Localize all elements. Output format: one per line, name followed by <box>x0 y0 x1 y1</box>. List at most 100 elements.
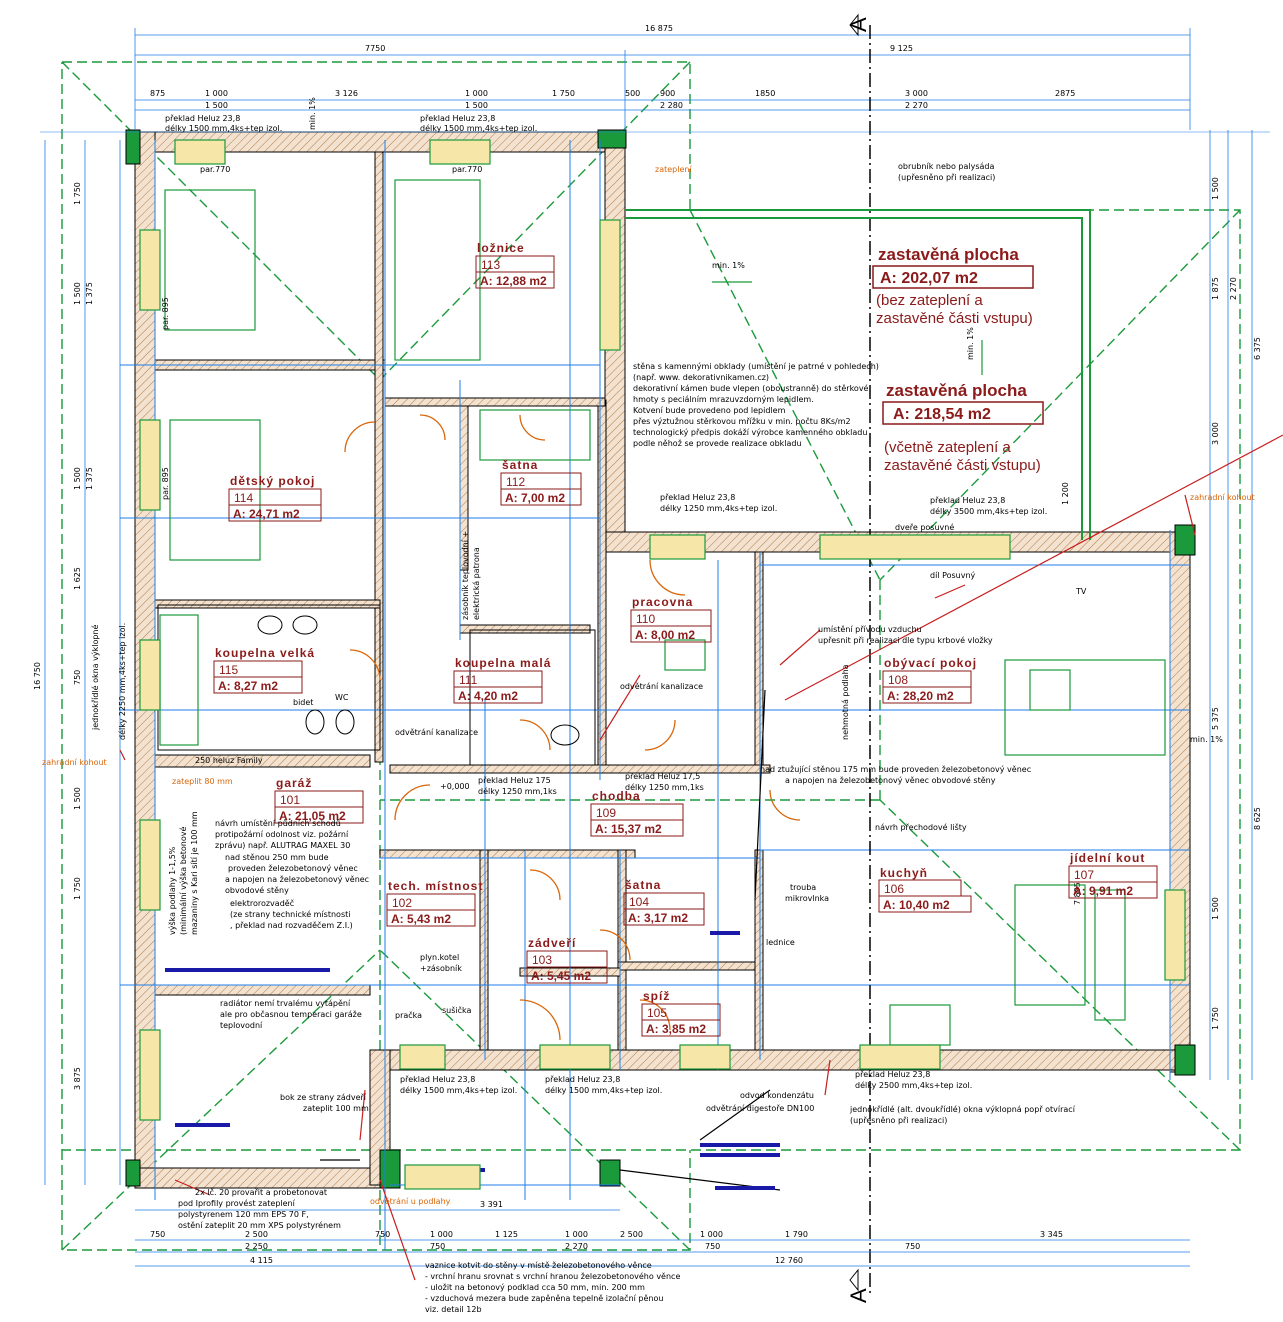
note-stena-5: Kotvení bude provedeno pod lepidlem <box>633 406 786 415</box>
room-number: 113 <box>481 258 500 272</box>
dim-top-total: 16 875 <box>645 24 673 33</box>
dim-bot-3345: 3 345 <box>1040 1230 1063 1239</box>
dim-top-3126: 3 126 <box>335 89 358 98</box>
built-area-1-sub1: (bez zateplení a <box>876 292 983 309</box>
note-stena-8: podle něhož se provede realizace obkladu <box>633 439 802 448</box>
note-zahradni-kohout-right: zahradní kohout <box>1190 493 1255 502</box>
dim-right-1500: 1 500 <box>1211 177 1220 200</box>
note-digestor: odvětrání digestoře DN100 <box>706 1104 814 1113</box>
dim-bot-750d: 750 <box>705 1242 720 1251</box>
patio-outline <box>625 209 1091 540</box>
dim-top-2270: 2 270 <box>905 101 928 110</box>
room-label: obývací pokoj 108 A: 28,20 m2 <box>882 656 977 704</box>
note-dvere-posuvne: dveře posuvné <box>895 522 954 532</box>
dim-top-500: 500 <box>625 89 640 98</box>
note-plyn: plyn.kotel <box>420 953 459 962</box>
note-lic-1: 2x lč. 20 provařit a probetonovat <box>195 1187 327 1197</box>
note-lintel-top-mid-1: překlad Heluz 23,8 <box>420 114 495 123</box>
note-tv: TV <box>1075 587 1087 596</box>
note-schody-4: nad stěnou 250 mm bude <box>225 853 329 862</box>
room-area: A: 7,00 m2 <box>505 491 565 505</box>
note-vaznice-4: - vzduchová mezera bude zapěněna tepelně… <box>425 1293 663 1303</box>
note-stena-3: dekorativní kámen bude vlepen (oboustran… <box>633 383 869 393</box>
note-ohrivac-2: elektrická patrona <box>472 547 481 620</box>
dim-top-1500b: 1 500 <box>465 101 488 110</box>
note-lintel-175-d: délky 1250 mm,1ks <box>625 782 704 792</box>
note-vaznice-3: - uložit na betonový podklad cca 50 mm, … <box>425 1283 645 1292</box>
note-lic-3: polystyrenem 120 mm EPS 70 F, <box>178 1210 309 1219</box>
note-lednice: lednice <box>766 938 795 947</box>
dim-right-5375: 5 375 <box>1211 707 1220 730</box>
room-label: ložnice 113 A: 12,88 m2 <box>475 241 555 289</box>
dim-top-1500a: 1 500 <box>205 101 228 110</box>
door-swings <box>344 414 801 1041</box>
note-lintel-right-1: překlad Heluz 23,8 <box>930 496 1005 505</box>
dim-top-2875: 2875 <box>1055 89 1075 98</box>
dim-left-1500c: 1 500 <box>73 787 82 810</box>
note-radiator-3: teplovodní <box>220 1021 263 1030</box>
note-radiator-2: ale pro občasnou temperaci garáže <box>220 1009 362 1019</box>
room-number: 110 <box>636 612 655 626</box>
built-area-2-sub2: zastavěné části vstupu) <box>884 457 1041 474</box>
note-lintel-bot3-1: překlad Heluz 23,8 <box>855 1070 930 1079</box>
note-schody-3: zprávu) např. ALUTRAG MAXEL 30 <box>215 841 350 850</box>
room-number: 102 <box>392 896 412 910</box>
room-area: A: 21,05 m2 <box>279 809 346 823</box>
note-nosna-1: nad ztužující stěnou 175 mm bude provede… <box>760 765 1031 774</box>
room-label: chodba 109 A: 15,37 m2 <box>590 789 684 837</box>
room-name: pracovna <box>632 595 693 609</box>
note-lintel-mid-1: překlad Heluz 23,8 <box>660 493 735 502</box>
room-number: 104 <box>629 895 649 909</box>
note-nehmotna: nehmotná podlaha <box>841 664 850 740</box>
room-name: šatna <box>625 878 661 892</box>
note-dil-posuvny: díl Posuvný <box>930 571 976 580</box>
note-stena-1: stěna s kamennými obklady (umístění je p… <box>633 361 879 371</box>
note-lintel-bot3-2: délky 2500 mm,4ks+tep izol. <box>855 1080 972 1090</box>
note-schody-7: obvodové stěny <box>225 885 289 895</box>
right-dimension-lines <box>1209 130 1253 1080</box>
room-label: koupelna malá 111 A: 4,20 m2 <box>453 656 550 704</box>
dim-top-875: 875 <box>150 89 165 98</box>
dim-bot-750c: 750 <box>430 1242 445 1251</box>
room-name: dětský pokoj <box>230 474 315 488</box>
dim-right-1875: 1 875 <box>1211 277 1220 300</box>
dim-top-900: 900 <box>660 89 675 98</box>
dim-bot-12760: 12 760 <box>775 1256 803 1265</box>
left-dimension-lines <box>44 140 121 1185</box>
note-pracka: pračka <box>395 1010 422 1020</box>
slope-2: min. 1% <box>966 327 975 360</box>
dim-bot-2250: 2 250 <box>245 1242 268 1251</box>
note-mikrovlnka: mikrovlnka <box>785 894 829 903</box>
note-vyska-1: výška podlahy 1-1,5% <box>167 846 177 935</box>
room-label: koupelna velká 115 A: 8,27 m2 <box>213 646 314 694</box>
dim-left-total: 16 750 <box>33 662 42 690</box>
room-area: A: 5,45 m2 <box>531 969 591 983</box>
slope-1: min. 1% <box>712 261 745 270</box>
note-heluz-family: 250 heluz Family <box>195 756 263 765</box>
callout-lines <box>119 434 1283 1281</box>
axis-grid <box>40 131 1270 1250</box>
room-name: obývací pokoj <box>884 656 977 670</box>
room-name: jídelní kout <box>1069 851 1145 865</box>
slope-4: min. 1% <box>308 97 317 130</box>
dim-left-1625: 1 625 <box>73 567 82 590</box>
room-number: 108 <box>888 673 908 687</box>
note-stena-2: (např. www. dekorativnikamen.cz) <box>633 373 769 382</box>
room-area: A: 9,91 m2 <box>1073 884 1133 898</box>
bottom-dimension-lines <box>135 1209 1190 1267</box>
note-susicka: sušička <box>442 1005 472 1015</box>
room-label: pracovna 110 A: 8,00 m2 <box>630 595 712 643</box>
note-zasobnik: +zásobník <box>420 964 462 973</box>
dim-bot-1000b: 1 000 <box>565 1230 588 1239</box>
dim-top-3000: 3 000 <box>905 89 928 98</box>
note-lintel-top-left-1: překlad Heluz 23,8 <box>165 114 240 123</box>
room-label: garáž 101 A: 21,05 m2 <box>274 776 364 824</box>
note-vaznice-2: - vrchní hranu srovnat s vrchní hranou ž… <box>425 1271 680 1281</box>
note-navrh-listy: návrh přechodové lišty <box>875 822 967 832</box>
note-kondenzat: odvod kondenzátu <box>740 1091 814 1100</box>
dim-bot-750b: 750 <box>375 1230 390 1239</box>
dim-left-1750b: 1 750 <box>73 877 82 900</box>
room-area: A: 28,20 m2 <box>887 689 954 703</box>
room-area: A: 10,40 m2 <box>883 898 950 912</box>
